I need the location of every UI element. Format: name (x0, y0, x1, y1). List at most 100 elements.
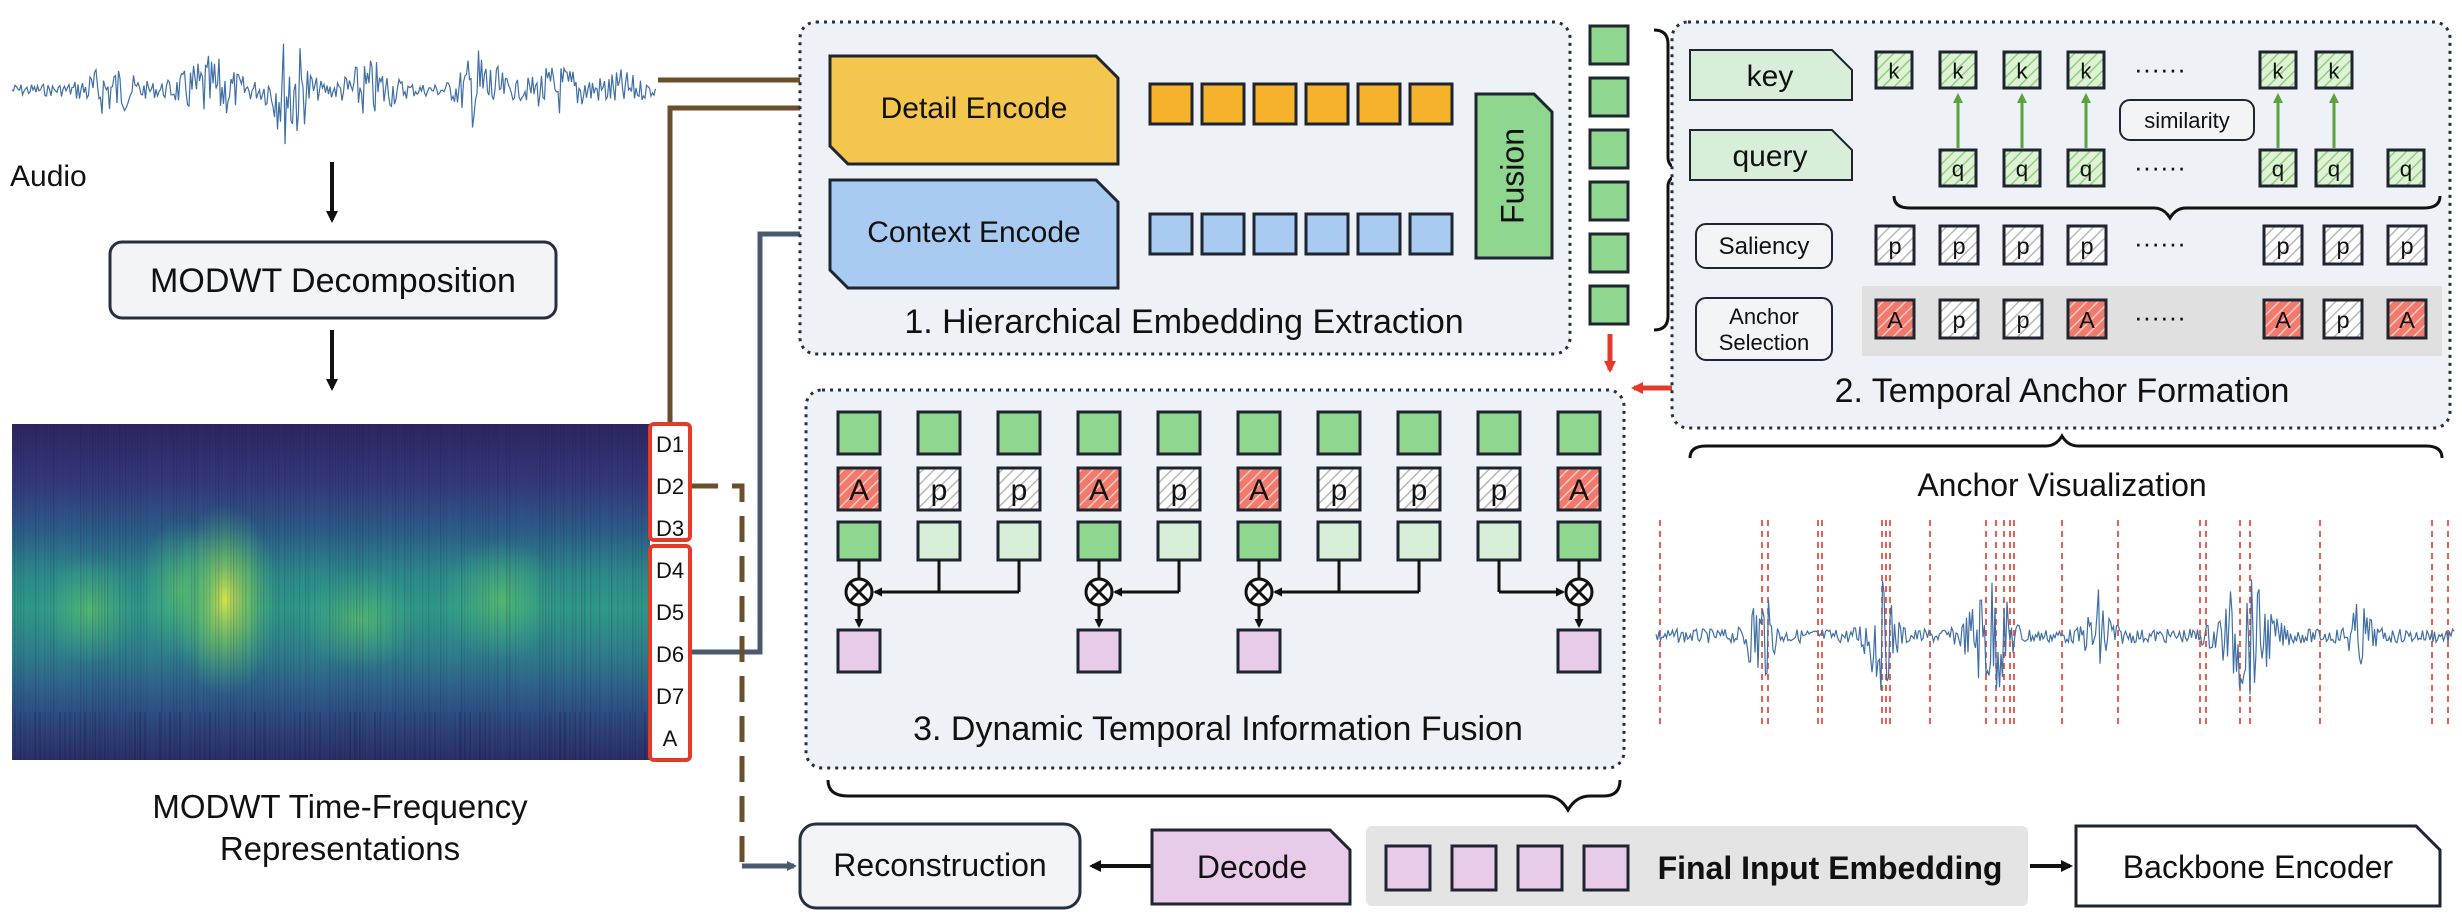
spectrogram-stripe (593, 424, 595, 760)
spectrogram-stripe (344, 712, 346, 760)
spectrogram-stripe (386, 424, 388, 760)
query-token (2386, 148, 2426, 188)
spectrogram-stripe (455, 424, 456, 760)
spectrogram-stripe (80, 424, 82, 760)
spectrogram-stripe (124, 712, 126, 760)
spectrogram-stripe (149, 424, 150, 760)
spectrogram-stripe (206, 424, 208, 760)
spectrogram-stripe (64, 712, 66, 760)
multiply-node-cross (1568, 581, 1590, 603)
spectrogram-stripe (242, 424, 244, 760)
spectrogram-stripe (233, 424, 235, 760)
spectrogram-stripe (79, 712, 81, 760)
spectrogram-stripe (59, 424, 60, 760)
spectrogram-stripe (395, 424, 397, 760)
spectrogram-stripe (254, 424, 256, 760)
reconstruction-box (798, 822, 1082, 910)
spectrogram-stripe (542, 424, 544, 760)
spectrogram-stripe (398, 424, 400, 760)
spectrogram-stripe (374, 424, 375, 760)
spectrogram-stripe (368, 424, 370, 760)
spectrogram-stripe (169, 712, 171, 760)
non-anchor-token (2002, 298, 2044, 340)
key-token (1938, 50, 1978, 90)
spectrogram-stripe (539, 712, 541, 760)
query-token-label: q (2328, 157, 2340, 182)
dtif-token-label: A (1569, 474, 1589, 507)
spectrogram-stripe (189, 712, 191, 760)
spectrogram-stripe (320, 424, 322, 760)
query-token (2002, 148, 2042, 188)
spectrogram-stripe (92, 424, 94, 760)
spectrogram-stripe (596, 424, 598, 760)
anchor-visualization-label: Anchor Visualization (1917, 467, 2206, 503)
spectrogram-stripe (365, 424, 367, 760)
spectrogram-stripe (59, 712, 61, 760)
spectrogram-stripe (164, 424, 165, 760)
saliency-label: Saliency (1719, 233, 1810, 260)
dtif-token-label: p (1491, 474, 1508, 507)
spectrogram-stripe (174, 712, 176, 760)
spectrogram-stripe (339, 712, 341, 760)
spectrogram-stripe (249, 712, 251, 760)
dtif-non-anchor-token (1156, 466, 1202, 512)
spectrogram-stripe (19, 712, 21, 760)
spectrogram-stripe (281, 424, 282, 760)
spectrogram-stripe (461, 424, 463, 760)
spectrogram-stripe (110, 424, 112, 760)
spectrogram-stripe (131, 424, 133, 760)
spectrogram-stripe (214, 712, 216, 760)
spectrogram-stripe (626, 424, 628, 760)
spectrogram-stripe (199, 712, 201, 760)
spectrogram-stripe (380, 424, 382, 760)
spectrogram-stripe (409, 712, 411, 760)
final-embedding-token (1384, 844, 1432, 892)
spectrogram-stripe (314, 712, 316, 760)
spectrogram-stripe (236, 424, 238, 760)
spectrogram-stripe (74, 424, 75, 760)
query-brace (1892, 195, 2442, 221)
spectrogram-stripe (47, 424, 48, 760)
spectrogram-stripe (564, 712, 566, 760)
modwt-decomposition-label: MODWT Decomposition (150, 262, 516, 300)
dtif-green-token (916, 410, 962, 456)
dtif-token-label: p (1011, 474, 1028, 507)
spectrogram-stripe (491, 424, 492, 760)
band-label-d7: D7 (656, 684, 684, 709)
spectrogram-stripe (554, 424, 556, 760)
dtif-context-embedding (1156, 520, 1202, 562)
spectrogram-stripe (139, 712, 141, 760)
detail-token (1408, 82, 1454, 126)
spectrogram-stripe (392, 424, 394, 760)
spectrogram-stripe (239, 712, 241, 760)
fusion-box (1474, 92, 1554, 260)
spectrogram-stripe (503, 424, 504, 760)
spectrogram-stripe (431, 424, 433, 760)
spectrogram-stripe (599, 424, 601, 760)
dtif-green-token (836, 410, 882, 456)
spectrogram-stripe (140, 424, 142, 760)
spectrogram-stripe (279, 712, 281, 760)
detail-encode-box (828, 54, 1120, 166)
spectrogram-stripe (599, 712, 601, 760)
context-token (1200, 212, 1246, 256)
saliency-token-label: p (2016, 233, 2029, 259)
spectrogram-stripe (308, 424, 310, 760)
key-token (1874, 50, 1914, 90)
spectrogram-stripe (454, 712, 456, 760)
spectrogram-stripe (524, 424, 526, 760)
context-token (1356, 212, 1402, 256)
dtif-token-label: A (1249, 474, 1269, 507)
audio-label: Audio (10, 160, 87, 193)
context-token-row (1148, 212, 1454, 256)
spectrogram-stripe (609, 712, 611, 760)
spectrogram-stripe (197, 424, 199, 760)
context-token (1408, 212, 1454, 256)
spectrogram-stripe (68, 424, 70, 760)
spectrogram-stripe (566, 424, 568, 760)
final-token-row (1384, 844, 1630, 892)
spectrogram-stripe (608, 424, 610, 760)
saliency-token-label: p (2336, 233, 2349, 259)
